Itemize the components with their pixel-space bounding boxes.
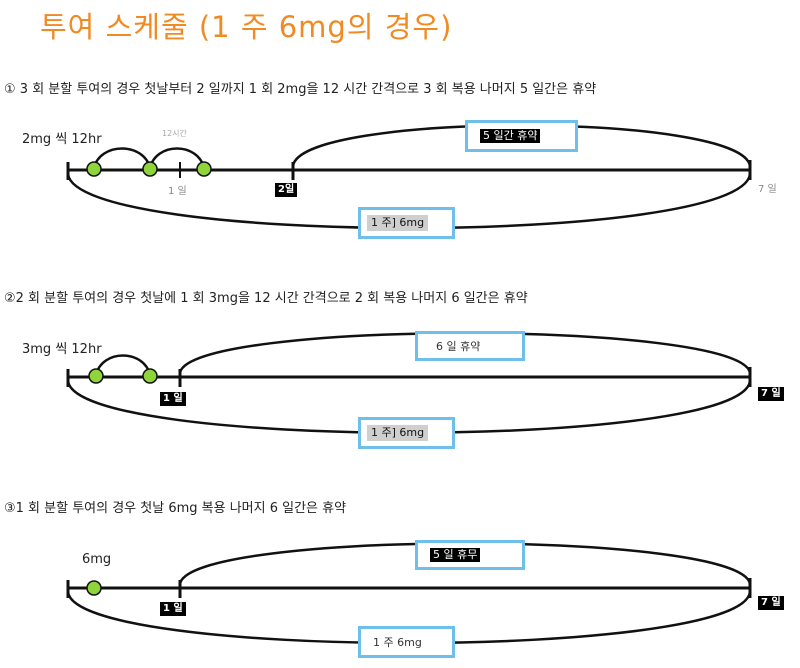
dose-dot-1b	[142, 161, 158, 177]
section-1-heading: ① 3 회 분할 투여의 경우 첫날부터 2 일까지 1 회 2mg을 12 시…	[4, 82, 597, 97]
section-3-rest-box: 5 일 휴무	[415, 540, 525, 570]
dose-dot-1a	[86, 161, 102, 177]
section-3-heading: ③1 회 분할 투여의 경우 첫날 6mg 복용 나머지 6 일간은 휴약	[4, 501, 347, 516]
section-3-dose-label: 6mg	[82, 552, 112, 567]
section-3-day-7-label: 7 일	[758, 596, 784, 610]
section-3-rest-text: 5 일 휴무	[430, 548, 481, 562]
dose-dot-2a	[88, 368, 104, 384]
section-2-week-text: 1 주] 6mg	[367, 425, 429, 441]
section-1-dose-label: 2mg 씩 12hr	[22, 132, 102, 147]
section-1-small-note: 12시간	[162, 129, 187, 138]
dose-dot-1c	[196, 161, 212, 177]
section-1-week-box: 1 주] 6mg	[358, 207, 455, 239]
section-3-day-1-label: 1 일	[160, 602, 186, 616]
section-2-heading: ②2 회 분할 투여의 경우 첫날에 1 회 3mg을 12 시간 간격으로 2…	[4, 291, 528, 306]
section-1-rest-box: 5 일간 휴약	[465, 120, 578, 152]
section-1-day-2-label: 2일	[275, 183, 298, 197]
section-1-rest-text: 5 일간 휴약	[480, 129, 541, 143]
section-1-day-1-label: 1 일	[168, 186, 187, 197]
section-3-week-box: 1 주 6mg	[358, 626, 455, 658]
interval-arc-1a	[92, 147, 152, 169]
interval-arc-2a	[94, 354, 152, 376]
page-title: 투여 스케줄 (1 주 6mg의 경우)	[40, 10, 453, 44]
section-3-week-text: 1 주 6mg	[373, 636, 422, 649]
section-2-day-7-label: 7 일	[758, 387, 784, 401]
section-2-dose-label: 3mg 씩 12hr	[22, 342, 102, 357]
section-2-day-1-label: 1 일	[160, 392, 186, 406]
dose-dot-2b	[142, 368, 158, 384]
section-2-week-box: 1 주] 6mg	[358, 417, 455, 449]
dose-dot-3a	[86, 580, 102, 596]
section-2-rest-text: 6 일 휴약	[436, 340, 481, 353]
interval-arc-1b	[148, 147, 206, 169]
section-1-week-text: 1 주] 6mg	[367, 215, 429, 231]
section-2-rest-box: 6 일 휴약	[415, 331, 525, 361]
section-1-day-7-label: 7 일	[758, 184, 777, 195]
